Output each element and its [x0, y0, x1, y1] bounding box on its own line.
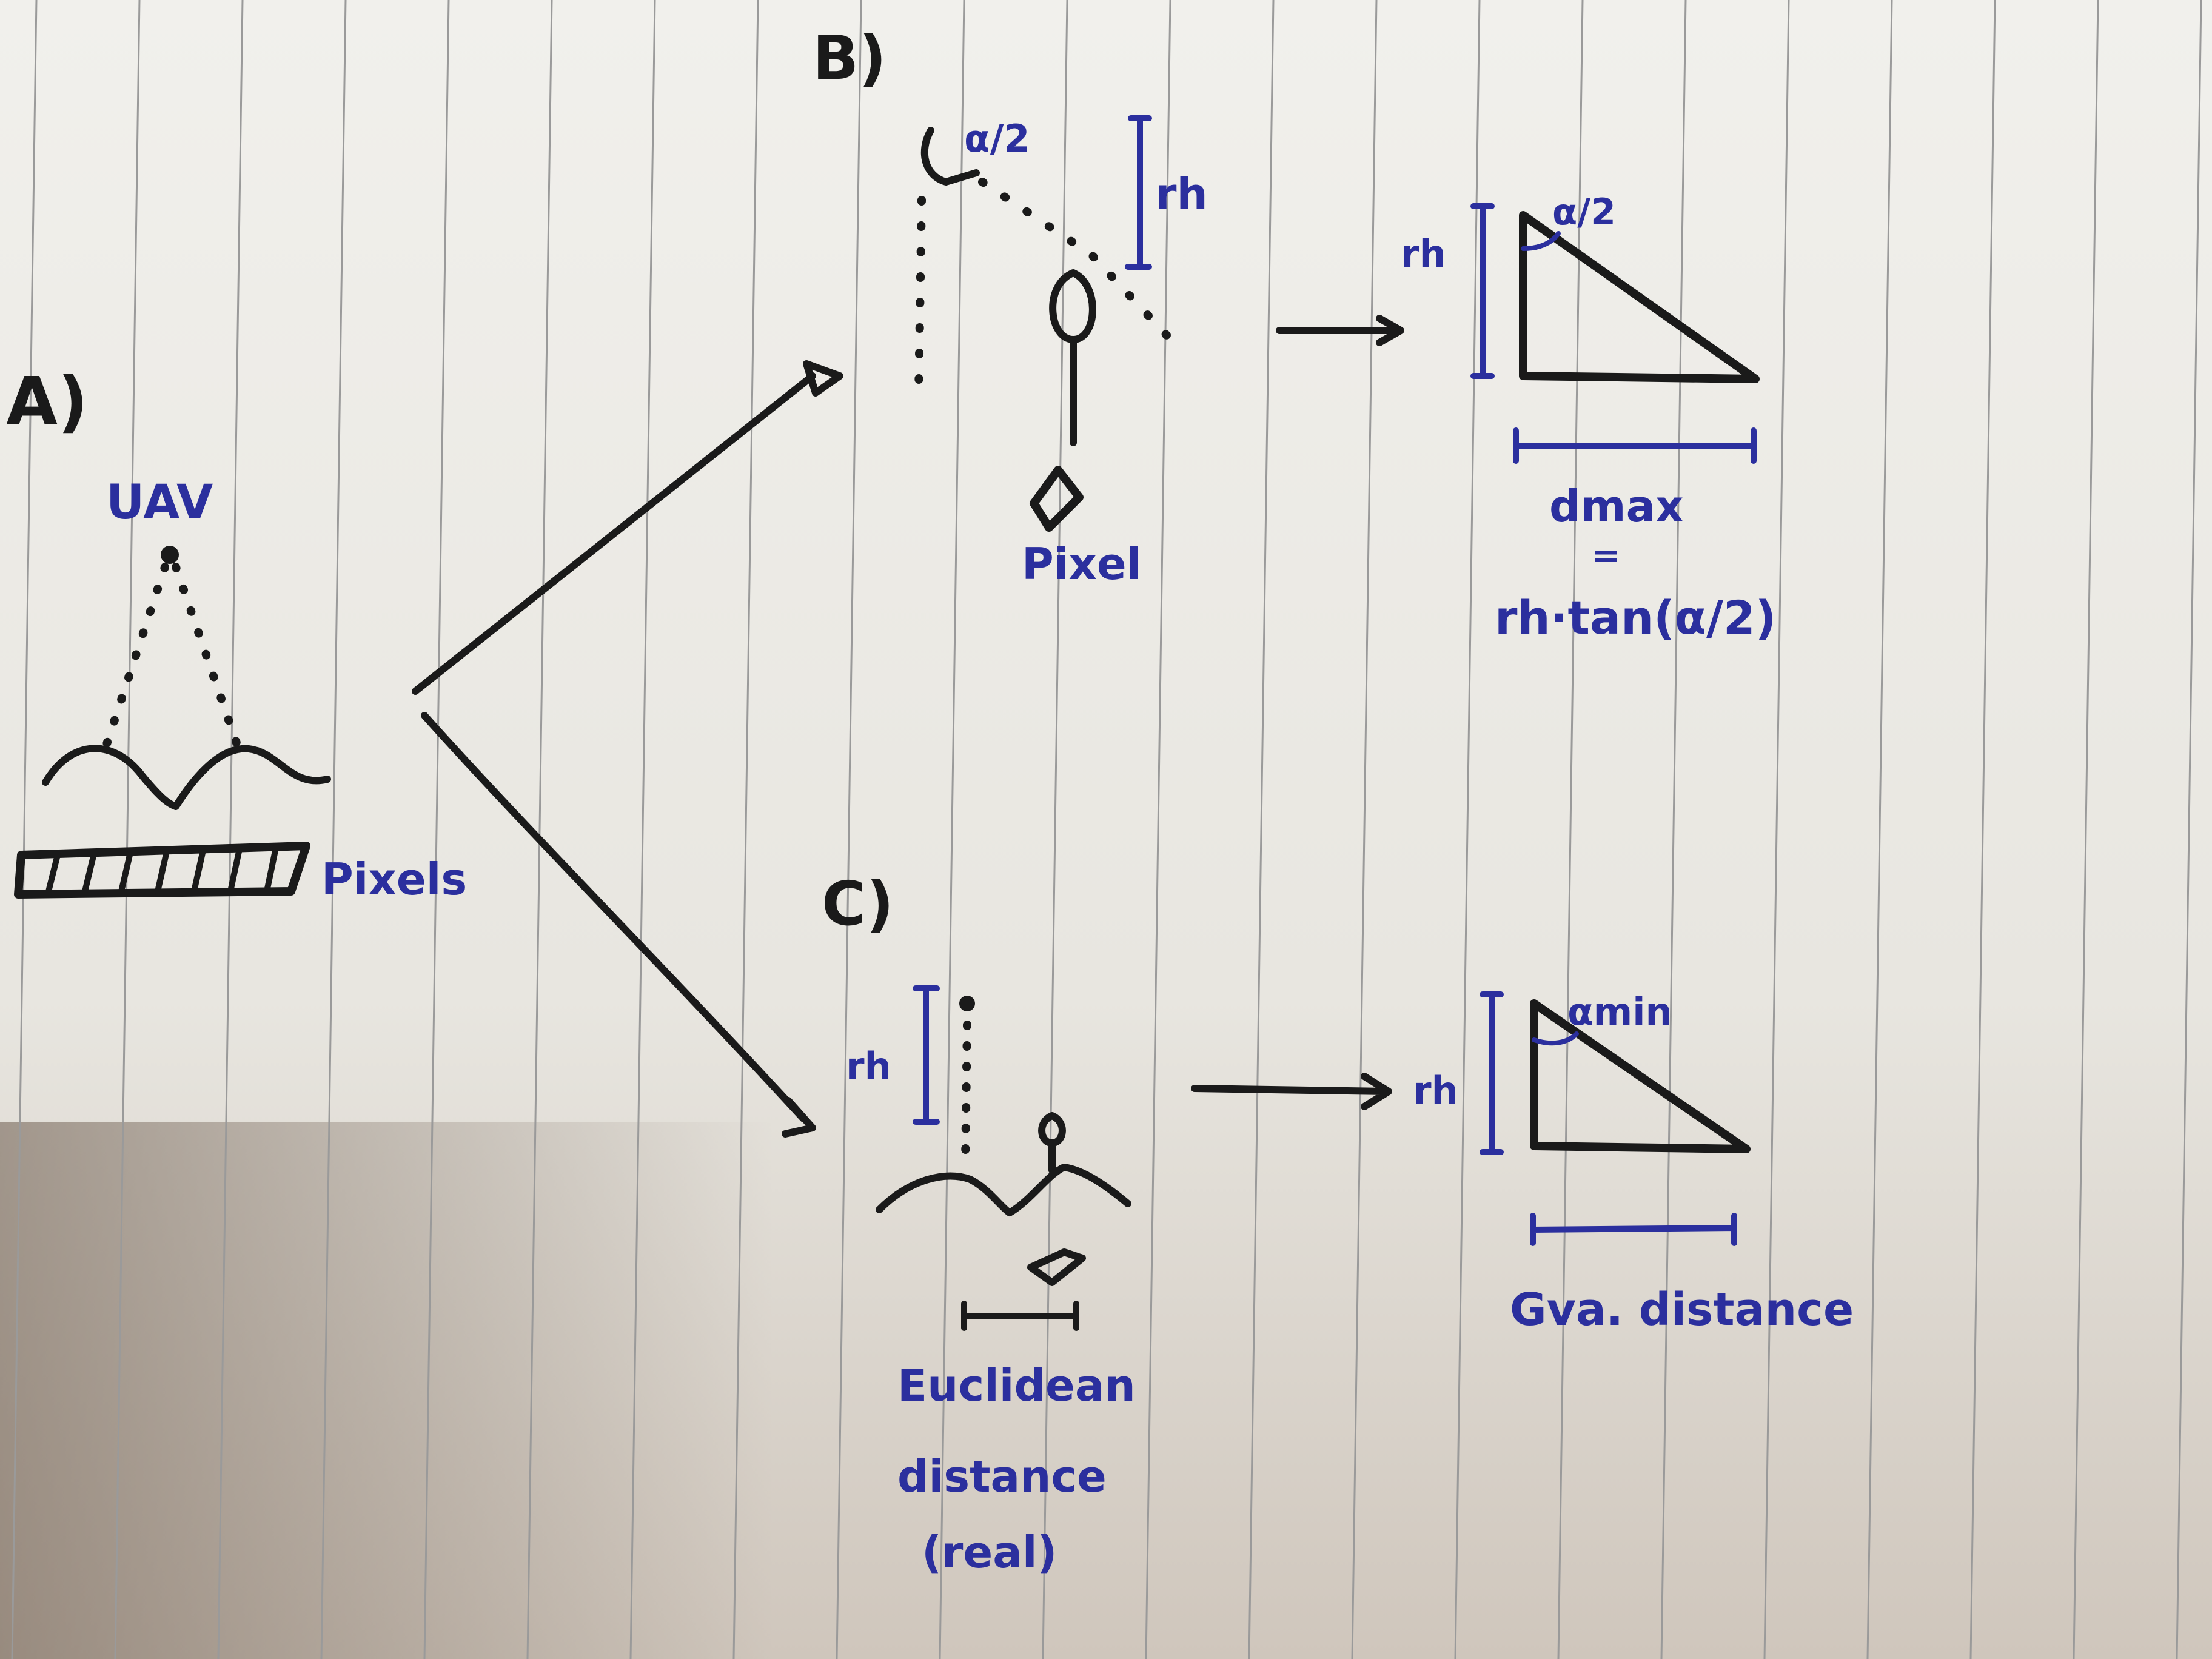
dmax-bar — [1513, 427, 1757, 464]
rh-bar-c-label: rh — [846, 1044, 891, 1088]
arrow-b-to-triangle — [1276, 315, 1404, 346]
uav-point — [161, 546, 179, 564]
uav-sight-left — [102, 563, 169, 750]
panel-c-label: C) — [822, 868, 894, 939]
ruled-line — [1660, 0, 1687, 1659]
triangle-c-rh: rh — [1413, 1068, 1458, 1113]
triangle-c-angle-arc — [1532, 1031, 1579, 1046]
ruled-line — [1969, 0, 1996, 1659]
vertical-dotted-line-c — [961, 1021, 971, 1165]
pixel-strip — [14, 842, 310, 899]
arrow-a-to-c — [421, 712, 807, 1122]
triangle-b-rh-bar — [1470, 203, 1495, 379]
ruled-line — [1248, 0, 1275, 1659]
ruled-line — [1866, 0, 1893, 1659]
panel-b-label: B) — [813, 22, 886, 93]
panel-c: C) rh Euclidean distance (real) αmin rh … — [822, 868, 1854, 1578]
ruled-line — [1351, 0, 1378, 1659]
triangle-c-alpha: αmin — [1567, 990, 1672, 1034]
ruled-line — [1145, 0, 1171, 1659]
ruled-line — [11, 0, 38, 1659]
rh-bar-b — [1125, 115, 1152, 270]
paper-shadow — [0, 1122, 2212, 1659]
tree-c — [1038, 1112, 1066, 1174]
euclidean-line-1: Euclidean — [897, 1360, 1136, 1411]
rh-bar-b-label: rh — [1155, 169, 1208, 220]
arrow-c-to-triangle — [1191, 1073, 1392, 1110]
viewpoint-marker — [920, 127, 980, 186]
terrain-profile — [42, 745, 331, 810]
ruled-line — [114, 0, 141, 1659]
ruled-line — [2073, 0, 2099, 1659]
dmax-formula: rh·tan(α/2) — [1495, 591, 1777, 645]
euclidean-line-3: (real) — [922, 1527, 1057, 1578]
arrowhead-b — [803, 360, 843, 397]
pixel-diamond-c — [1027, 1248, 1086, 1286]
ruled-line — [732, 0, 759, 1659]
ruled-line — [320, 0, 347, 1659]
terrain-profile-c — [876, 1164, 1131, 1216]
viewpoint-dot-c — [959, 996, 975, 1011]
triangle-b-rh: rh — [1401, 232, 1446, 276]
pixels-label: Pixels — [321, 854, 467, 905]
triangle-c-rh-bar — [1480, 991, 1504, 1155]
panel-b: B) α/2 rh Pixel α/2 rh dmax = rh·tan(α/2… — [813, 22, 1777, 645]
ruled-lines — [11, 0, 2202, 1659]
sight-line-dotted — [978, 178, 1181, 350]
triangle-b — [1519, 211, 1760, 383]
euclidean-bar — [961, 1301, 1079, 1331]
arrowhead-c — [782, 1097, 816, 1138]
ruled-line — [629, 0, 656, 1659]
alpha-half-top: α/2 — [964, 116, 1030, 161]
pixel-diamond — [1030, 466, 1084, 532]
ruled-line — [217, 0, 244, 1659]
dmax-label: dmax — [1549, 481, 1684, 532]
ruled-line — [526, 0, 553, 1659]
triangle-b-angle-arc — [1521, 231, 1561, 251]
ruled-line — [423, 0, 450, 1659]
panel-a-label: A) — [6, 363, 88, 440]
gva-bar — [1530, 1213, 1737, 1246]
euclidean-line-2: distance — [897, 1451, 1107, 1502]
ruled-line — [939, 0, 965, 1659]
uav-label: UAV — [106, 475, 213, 530]
dmax-equals: = — [1592, 536, 1620, 575]
ruled-line — [2176, 0, 2202, 1659]
panel-a: A) UAV Pixels — [6, 363, 467, 905]
pixel-label: Pixel — [1022, 538, 1141, 589]
ruled-line — [1557, 0, 1584, 1659]
gva-label: Gva. distance — [1510, 1284, 1854, 1336]
ruled-line — [1454, 0, 1481, 1659]
arrow-a-to-b — [412, 372, 816, 695]
rh-bar-c — [913, 985, 940, 1125]
pixel-strip-hatch — [45, 845, 279, 894]
triangle-c — [1530, 999, 1751, 1153]
uav-sight-right — [172, 563, 241, 747]
triangle-b-alpha: α/2 — [1552, 191, 1616, 233]
ruled-line — [836, 0, 862, 1659]
ruled-line — [1763, 0, 1790, 1659]
